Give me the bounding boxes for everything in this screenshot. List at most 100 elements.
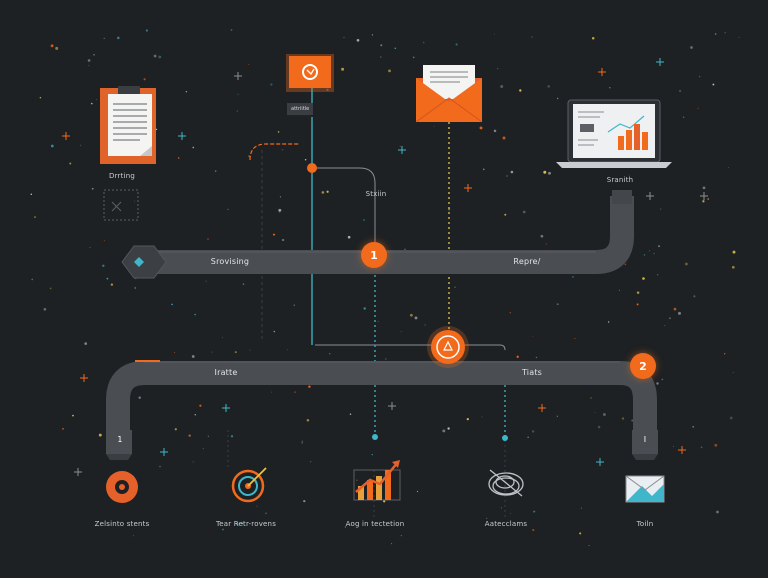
particle bbox=[158, 55, 162, 59]
particle bbox=[96, 99, 98, 100]
particle bbox=[535, 356, 538, 359]
particle bbox=[49, 287, 52, 290]
particle bbox=[656, 382, 659, 385]
particle bbox=[509, 312, 511, 314]
particle bbox=[236, 110, 238, 112]
particle bbox=[117, 36, 120, 40]
particle bbox=[738, 36, 740, 38]
lower-track bbox=[106, 360, 658, 460]
particle bbox=[533, 510, 536, 513]
particle bbox=[479, 126, 483, 130]
particle bbox=[72, 414, 74, 417]
particle bbox=[88, 65, 90, 67]
particle bbox=[202, 448, 204, 450]
track-left-label: Srovising bbox=[210, 257, 250, 266]
particle bbox=[698, 75, 701, 78]
particle bbox=[574, 337, 576, 340]
junction-dot bbox=[502, 435, 508, 441]
bottom-item-label: Aatecclams bbox=[484, 520, 528, 528]
particle bbox=[410, 313, 413, 317]
particle bbox=[308, 385, 311, 388]
particle bbox=[668, 317, 671, 320]
particle bbox=[400, 331, 402, 333]
diamond-icon bbox=[134, 257, 144, 267]
particle bbox=[414, 316, 418, 320]
particle bbox=[93, 53, 95, 56]
sparkle-icon bbox=[700, 192, 708, 200]
particle bbox=[138, 396, 141, 399]
particle bbox=[39, 96, 42, 99]
particle bbox=[371, 453, 373, 456]
particle bbox=[110, 283, 114, 286]
particle bbox=[618, 289, 620, 291]
particle bbox=[522, 210, 526, 214]
particle bbox=[731, 265, 735, 269]
particle bbox=[685, 262, 688, 266]
particle bbox=[211, 351, 213, 353]
particle bbox=[673, 445, 674, 447]
lower-track-left-label: Iratte bbox=[214, 368, 238, 377]
particle bbox=[602, 413, 606, 416]
particle bbox=[143, 78, 146, 81]
particle bbox=[153, 54, 157, 58]
particle bbox=[510, 512, 512, 514]
particle bbox=[702, 200, 705, 203]
particle bbox=[256, 505, 258, 507]
particle bbox=[500, 507, 502, 509]
particle bbox=[145, 29, 148, 32]
particle bbox=[265, 512, 267, 515]
particle bbox=[237, 93, 239, 95]
particle bbox=[493, 129, 497, 133]
particle bbox=[628, 174, 630, 176]
particle bbox=[272, 233, 276, 236]
particle bbox=[422, 41, 425, 44]
particle bbox=[356, 479, 358, 481]
trend-chart-icon bbox=[353, 460, 401, 501]
particle bbox=[326, 88, 329, 91]
particle bbox=[648, 250, 650, 252]
particle bbox=[716, 510, 719, 514]
particle bbox=[134, 287, 136, 289]
particle bbox=[278, 208, 282, 212]
particle bbox=[404, 248, 406, 250]
sparkle-icon bbox=[80, 374, 88, 382]
particle bbox=[447, 427, 450, 430]
particle bbox=[188, 434, 191, 437]
image-icon bbox=[625, 475, 665, 503]
particle bbox=[579, 532, 582, 535]
bottom-item-label: Aog in tectetion bbox=[345, 520, 405, 528]
particle bbox=[347, 235, 351, 239]
particle bbox=[50, 144, 54, 148]
sparkle-icon bbox=[160, 448, 168, 456]
particle bbox=[62, 427, 64, 430]
particle bbox=[497, 68, 499, 70]
sparkle-icon bbox=[464, 184, 472, 192]
particle bbox=[690, 46, 693, 49]
particle bbox=[556, 97, 559, 100]
particle bbox=[678, 89, 682, 93]
particle bbox=[732, 250, 736, 254]
particle bbox=[683, 116, 685, 118]
lower-track-right-label: Tiats bbox=[521, 368, 543, 377]
sparkle-icon bbox=[178, 132, 186, 140]
particle bbox=[658, 245, 660, 248]
particle bbox=[306, 419, 310, 422]
sparkle-icon bbox=[598, 68, 606, 76]
particle bbox=[548, 171, 551, 175]
particle bbox=[454, 286, 456, 288]
bottom-item-label: Zelsinto stents bbox=[94, 520, 150, 528]
particle bbox=[502, 136, 506, 140]
particle bbox=[103, 37, 105, 39]
particle bbox=[700, 446, 703, 449]
sparkle-icon bbox=[398, 146, 406, 154]
particle bbox=[673, 307, 677, 311]
particle bbox=[591, 36, 595, 40]
target-icon bbox=[231, 467, 267, 503]
particle bbox=[380, 44, 383, 47]
particle bbox=[273, 330, 276, 333]
particle bbox=[106, 277, 109, 280]
particle bbox=[33, 216, 37, 219]
particle bbox=[310, 461, 312, 463]
particle bbox=[399, 145, 401, 147]
particle bbox=[304, 159, 307, 161]
